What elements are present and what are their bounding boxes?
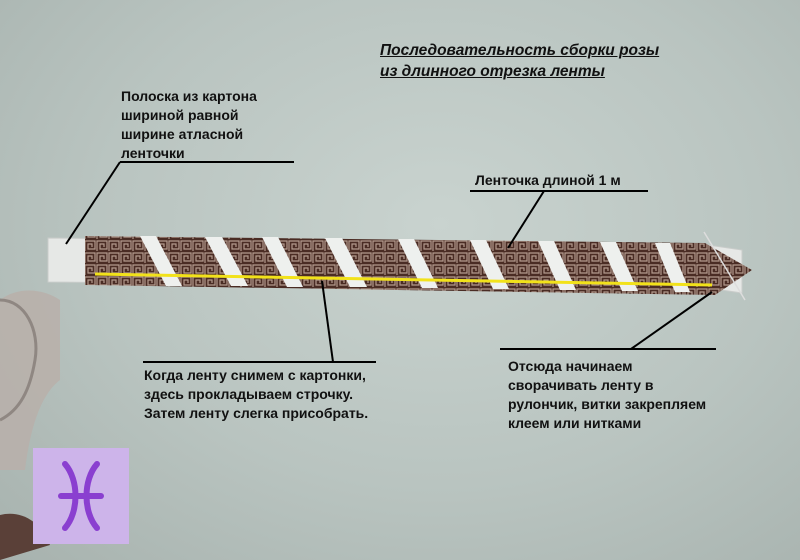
label-cardboard-line-4: ленточки	[121, 145, 185, 161]
page-title: Последовательность сборки розы из длинно…	[380, 40, 659, 82]
pisces-symbol-icon	[58, 461, 104, 531]
label-stitch-line-2: здесь прокладываем строчку.	[144, 386, 354, 402]
label-start-line-2: сворачивать ленту в	[508, 377, 654, 393]
title-line-1: Последовательность сборки розы	[380, 42, 660, 59]
wrap-gaps	[140, 236, 690, 292]
logo	[33, 448, 129, 544]
label-start: Отсюда начинаем сворачивать ленту в руло…	[508, 357, 706, 433]
label-ribbon-length: Ленточка длиной 1 м	[475, 171, 621, 190]
label-ribbon-length-line-1: Ленточка длиной 1 м	[475, 172, 621, 188]
pin	[703, 231, 746, 301]
label-start-line-3: рулончик, витки закрепляем	[508, 396, 707, 412]
title-line-2: из длинного отрезка ленты	[380, 63, 605, 80]
label-cardboard: Полоска из картона шириной равной ширине…	[121, 87, 257, 163]
label-stitch-line-1: Когда ленту снимем с картонки,	[144, 367, 366, 383]
label-cardboard-line-2: шириной равной	[121, 107, 239, 123]
label-start-line-4: клеем или нитками	[508, 415, 642, 431]
label-stitch: Когда ленту снимем с картонки, здесь про…	[144, 366, 368, 423]
label-cardboard-line-3: ширине атласной	[121, 126, 244, 142]
label-start-line-1: Отсюда начинаем	[508, 358, 633, 374]
stitch-line	[94, 272, 713, 287]
label-stitch-line-3: Затем ленту слегка присобрать.	[144, 405, 369, 421]
label-cardboard-line-1: Полоска из картона	[121, 88, 257, 104]
pointer-lines	[65, 161, 716, 363]
